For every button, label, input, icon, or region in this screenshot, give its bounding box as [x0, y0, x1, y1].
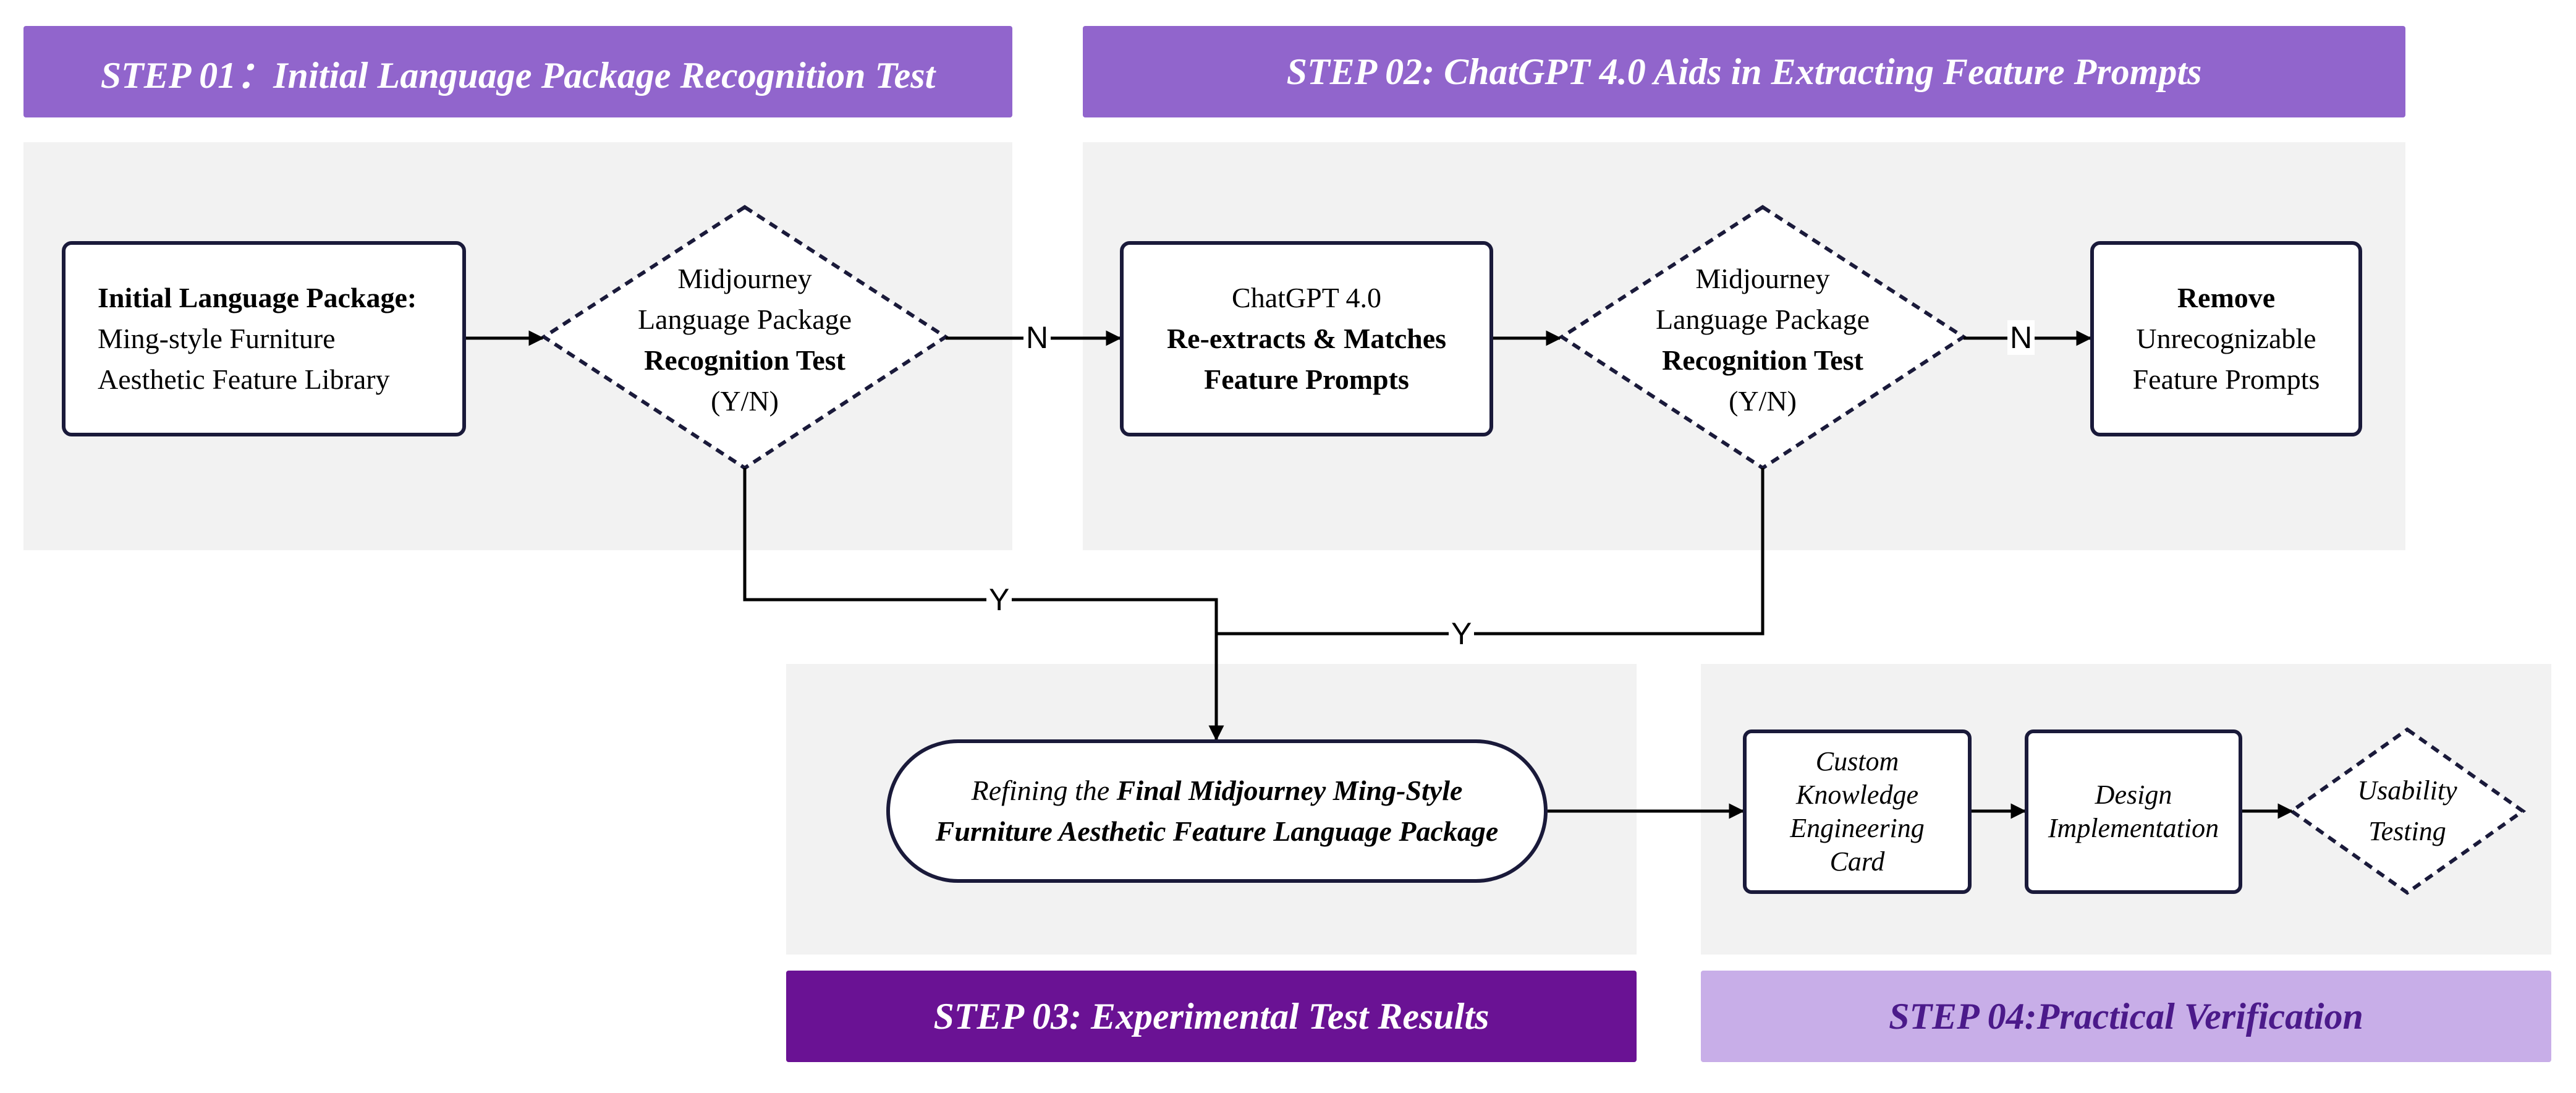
knowledge-card-line1: Custom: [1815, 746, 1899, 776]
initial-package-line2: Ming-style Furniture: [98, 323, 336, 354]
step01-header: STEP 01：Initial Language Package Recogni…: [23, 26, 1012, 117]
test2-line2: Language Package: [1655, 304, 1870, 335]
knowledge-card-box: Custom Knowledge Engineering Card: [1743, 729, 1972, 894]
usability-text: Usability Testing: [2324, 762, 2491, 861]
remove-box: Remove Unrecognizable Feature Prompts: [2090, 241, 2362, 436]
knowledge-card-line4: Card: [1829, 846, 1885, 877]
step02-header: STEP 02: ChatGPT 4.0 Aids in Extracting …: [1083, 26, 2405, 117]
initial-package-line3: Aesthetic Feature Library: [98, 364, 390, 395]
test2-text: Midjourney Language Package Recognition …: [1593, 247, 1933, 433]
edge-label-y2: Y: [1449, 616, 1475, 651]
design-line1: Design: [2095, 780, 2172, 810]
test2-line4: (Y/N): [1729, 385, 1797, 417]
final-package-pill: Refining the Final Midjourney Ming-Style…: [886, 739, 1548, 883]
chatgpt-box: ChatGPT 4.0 Re-extracts & Matches Featur…: [1120, 241, 1493, 436]
test2-line1: Midjourney: [1695, 263, 1830, 294]
arrow-test1-to-final: [743, 468, 1224, 741]
chatgpt-line3: Feature Prompts: [1204, 364, 1409, 395]
edge-label-y1: Y: [986, 582, 1012, 617]
final-package-line1: Refining the Final Midjourney Ming-Style: [971, 775, 1463, 806]
usability-line1: Usability: [2357, 775, 2457, 806]
chatgpt-line2: Re-extracts & Matches: [1166, 323, 1447, 354]
chatgpt-line1: ChatGPT 4.0: [1232, 282, 1381, 313]
test1-line3: Recognition Test: [644, 344, 845, 376]
initial-package-box: Initial Language Package: Ming-style Fur…: [62, 241, 466, 436]
line-test2-to-final: [1216, 468, 1765, 636]
design-line2: Implementation: [2048, 813, 2219, 843]
design-implementation-box: Design Implementation: [2025, 729, 2242, 894]
test1-text: Midjourney Language Package Recognition …: [575, 247, 915, 433]
edge-label-n1: N: [1023, 320, 1051, 355]
knowledge-card-line3: Engineering: [1790, 813, 1925, 843]
test1-line1: Midjourney: [677, 263, 812, 294]
remove-line2: Unrecognizable: [2136, 323, 2316, 354]
test1-line4: (Y/N): [711, 385, 779, 417]
test1-line2: Language Package: [637, 304, 852, 335]
step03-header: STEP 03: Experimental Test Results: [786, 971, 1637, 1062]
final-package-line2: Furniture Aesthetic Feature Language Pac…: [935, 815, 1499, 847]
remove-line3: Feature Prompts: [2132, 364, 2320, 395]
step04-header: STEP 04:Practical Verification: [1701, 971, 2551, 1062]
usability-diamond: [2288, 727, 2527, 895]
edge-label-n2: N: [2007, 320, 2035, 355]
remove-line1: Remove: [2177, 282, 2276, 313]
knowledge-card-line2: Knowledge: [1796, 780, 1918, 810]
usability-line2: Testing: [2368, 816, 2446, 846]
initial-package-title: Initial Language Package:: [98, 282, 417, 313]
test2-line3: Recognition Test: [1662, 344, 1863, 376]
